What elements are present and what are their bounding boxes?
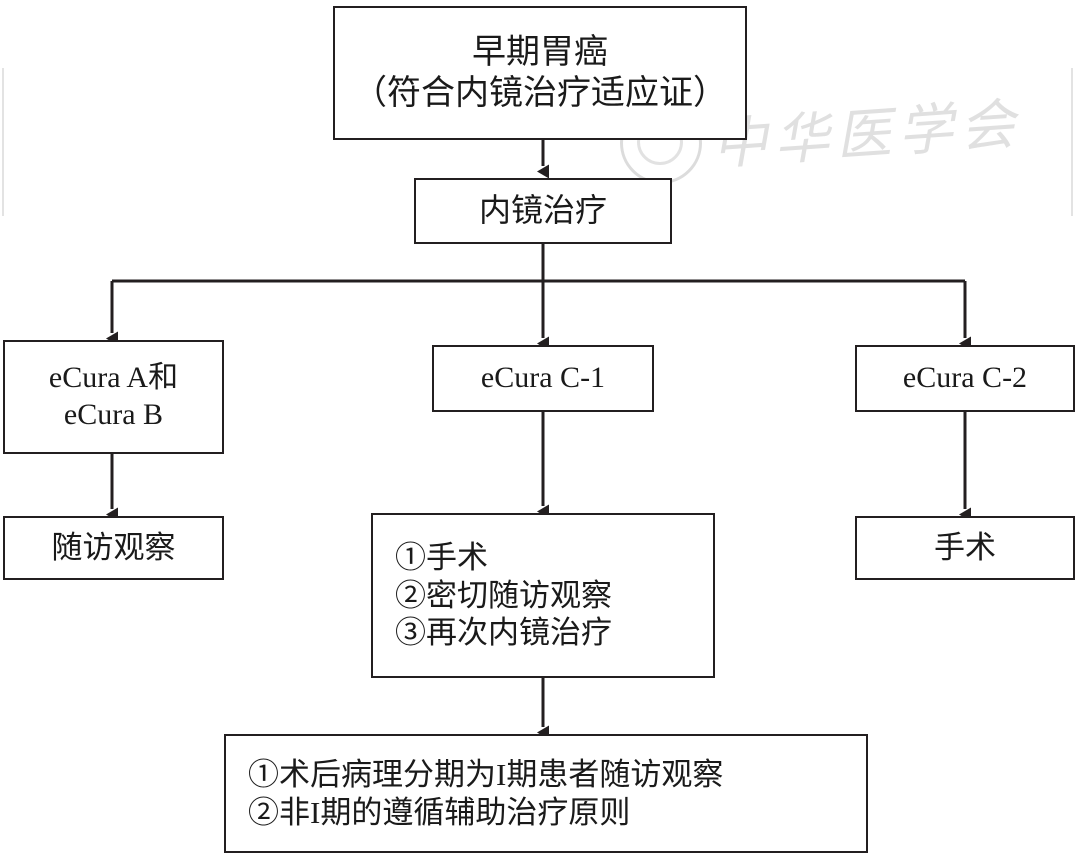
node-followup-observation-label: 随访观察 [51,530,176,566]
node-ecura-ab-line2: eCura B [63,398,164,431]
node-postoperative: ①术后病理分期为I期患者随访观察 ②非I期的遵循辅助治疗原则 [224,734,868,853]
node-c1-options-line3: ③再次内镜治疗 [395,615,612,651]
node-c1-options-line2: ②密切随访观察 [395,577,612,613]
node-c1-options: ①手术 ②密切随访观察 ③再次内镜治疗 [371,513,715,678]
page-edge-rule-left [2,68,4,216]
node-early-gastric-cancer: 早期胃癌 （符合内镜治疗适应证） [333,6,747,140]
node-ecura-ab-line1: eCura A和 [48,361,179,395]
node-early-gastric-cancer-line1: 早期胃癌 [472,33,608,71]
node-early-gastric-cancer-line2: （符合内镜治疗适应证） [353,75,727,112]
node-ecura-c2: eCura C-2 [855,345,1075,412]
node-followup-observation: 随访观察 [3,516,224,580]
node-c1-options-line1: ①手术 [395,539,488,575]
node-endoscopic-treatment: 内镜治疗 [414,178,672,244]
node-ecura-c1: eCura C-1 [432,345,654,412]
node-ecura-c1-label: eCura C-1 [480,361,606,395]
node-ecura-ab: eCura A和 eCura B [3,340,224,454]
node-postoperative-line1: ①术后病理分期为I期患者随访观察 [248,756,724,792]
page-edge-rule-right [1071,68,1073,216]
node-surgery: 手术 [855,516,1075,580]
node-postoperative-line2: ②非I期的遵循辅助治疗原则 [248,794,631,830]
node-ecura-c2-label: eCura C-2 [902,361,1028,395]
node-surgery-label: 手术 [934,530,996,566]
node-endoscopic-treatment-label: 内镜治疗 [478,192,607,229]
